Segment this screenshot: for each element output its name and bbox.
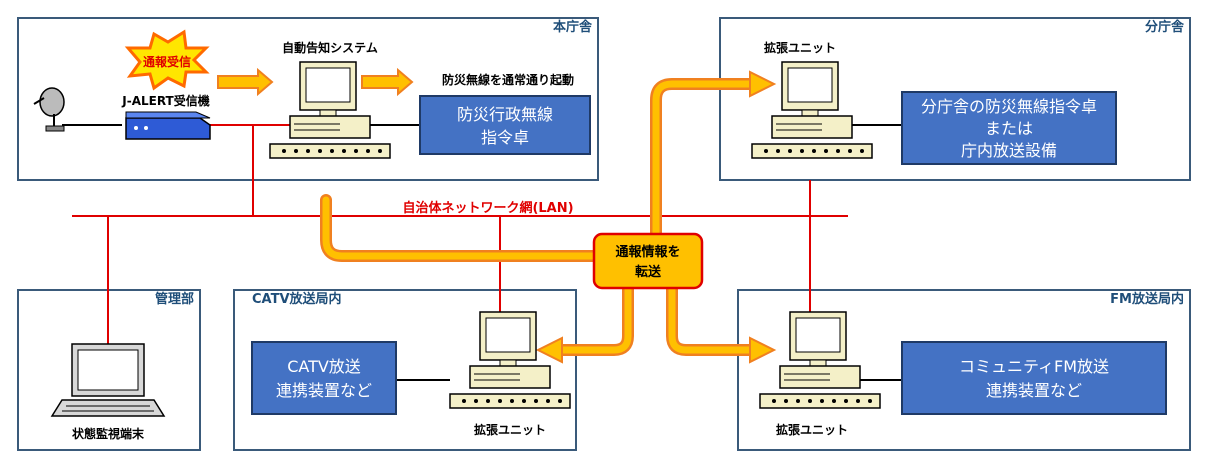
label-network: 自治体ネットワーク網(LAN) bbox=[402, 200, 573, 216]
transfer-box bbox=[592, 232, 704, 290]
region-title-kanribu: 管理部 bbox=[155, 291, 194, 307]
label-monitor: 状態監視端末 bbox=[72, 426, 145, 441]
region-title-bunchosha: 分庁舎 bbox=[1145, 19, 1185, 35]
fm-device-line1: コミュニティFM放送 bbox=[959, 357, 1109, 376]
arrow-to-bousai bbox=[361, 67, 414, 97]
transfer-line1: 通報情報を bbox=[615, 244, 680, 260]
transfer-line2: 転送 bbox=[635, 264, 662, 280]
arrow-to-system bbox=[217, 67, 274, 97]
fm-device-box bbox=[901, 341, 1167, 415]
label-ext-unit-fm: 拡張ユニット bbox=[776, 422, 848, 437]
label-auto-system: 自動告知システム bbox=[282, 40, 378, 55]
label-alert-burst: 通報受信 bbox=[143, 54, 191, 69]
transfer-flow-arrows bbox=[320, 78, 758, 356]
catv-device-line1: CATV放送 bbox=[287, 357, 361, 376]
satellite-dish-icon bbox=[33, 87, 65, 132]
label-bousai-start: 防災無線を通常通り起動 bbox=[442, 72, 574, 87]
region-title-honchosha: 本庁舎 bbox=[553, 19, 593, 35]
bousai-console-line2: 指令卓 bbox=[481, 128, 529, 147]
label-ext-unit-catv: 拡張ユニット bbox=[474, 422, 546, 437]
catv-device-box bbox=[251, 341, 397, 415]
bousai-console-box bbox=[419, 95, 591, 155]
laptop-icon bbox=[50, 343, 166, 417]
network-lines bbox=[72, 124, 848, 344]
fm-device-line2: 連携装置など bbox=[986, 381, 1082, 400]
alert-burst-icon bbox=[124, 29, 210, 91]
label-ext-unit-branch: 拡張ユニット bbox=[764, 40, 836, 55]
jalert-receiver-icon bbox=[125, 111, 211, 140]
transfer-arrow-heads bbox=[535, 70, 777, 364]
branch-console-line2: または bbox=[985, 119, 1033, 138]
bousai-console-line1: 防災行政無線 bbox=[457, 105, 553, 124]
region-title-catv: CATV放送局内 bbox=[252, 291, 342, 307]
label-jalert: J-ALERT受信機 bbox=[121, 93, 209, 108]
branch-console-line1: 分庁舎の防災無線指令卓 bbox=[921, 97, 1097, 116]
catv-device-line2: 連携装置など bbox=[276, 381, 372, 400]
branch-console-line3: 庁内放送設備 bbox=[961, 141, 1057, 160]
region-title-fm: FM放送局内 bbox=[1110, 291, 1184, 307]
branch-console-box bbox=[901, 91, 1117, 165]
